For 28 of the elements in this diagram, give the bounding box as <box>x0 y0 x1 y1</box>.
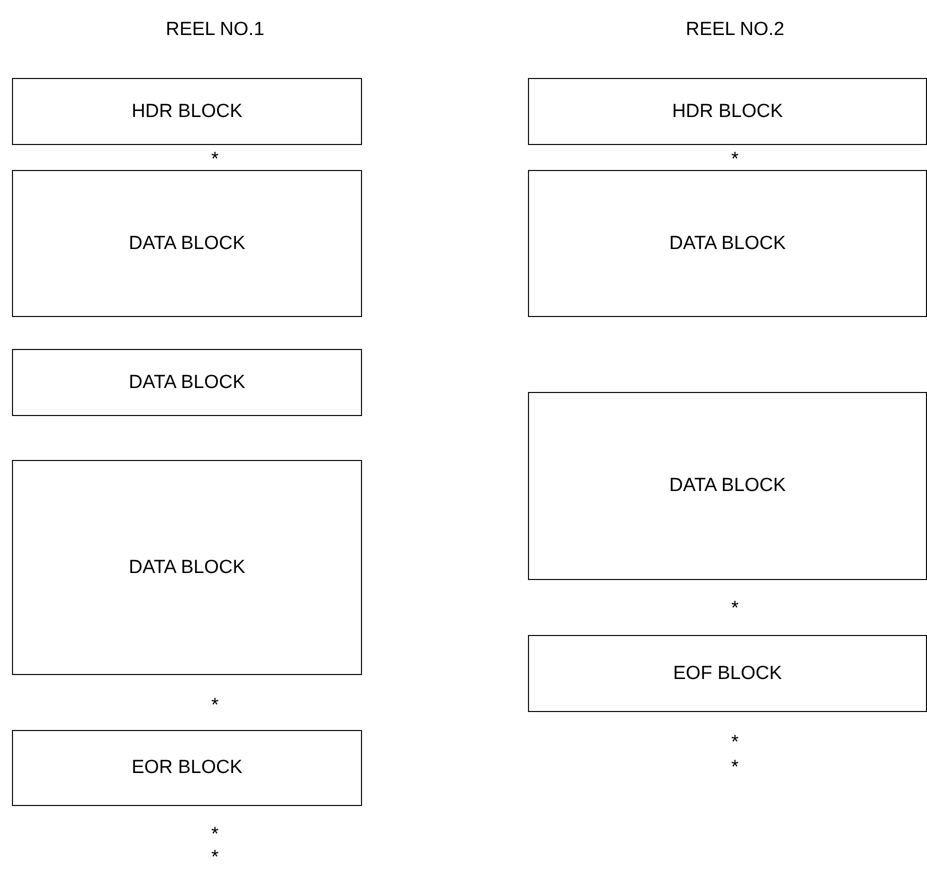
tape-mark: * <box>731 598 739 620</box>
block-box <box>12 730 362 806</box>
block-label: HDR BLOCK <box>132 100 242 122</box>
block-box <box>12 170 362 317</box>
block-box <box>528 392 927 580</box>
reel-heading: REEL NO.2 <box>686 19 784 41</box>
block-box <box>12 349 362 416</box>
tape-mark: * <box>731 732 739 754</box>
block-box <box>528 635 927 712</box>
block-box <box>12 460 362 675</box>
tape-mark: * <box>731 757 739 779</box>
block-label: DATA BLOCK <box>669 232 786 254</box>
block-label: EOR BLOCK <box>132 757 242 779</box>
block-label: DATA BLOCK <box>669 475 786 497</box>
block-label: DATA BLOCK <box>128 556 246 578</box>
block-label: HDR BLOCK <box>672 100 783 122</box>
block-label: EOF BLOCK <box>673 662 782 684</box>
tape-mark: * <box>211 149 219 171</box>
block-box <box>12 78 362 145</box>
block-label: DATA BLOCK <box>128 232 246 254</box>
tape-mark: * <box>211 824 219 846</box>
reel-heading: REEL NO.1 <box>166 19 264 41</box>
block-box <box>528 170 927 317</box>
block-label: DATA BLOCK <box>128 372 246 394</box>
tape-mark: * <box>211 695 219 717</box>
tape-mark: * <box>731 149 739 171</box>
tape-mark: * <box>211 847 219 869</box>
block-box <box>528 78 927 145</box>
